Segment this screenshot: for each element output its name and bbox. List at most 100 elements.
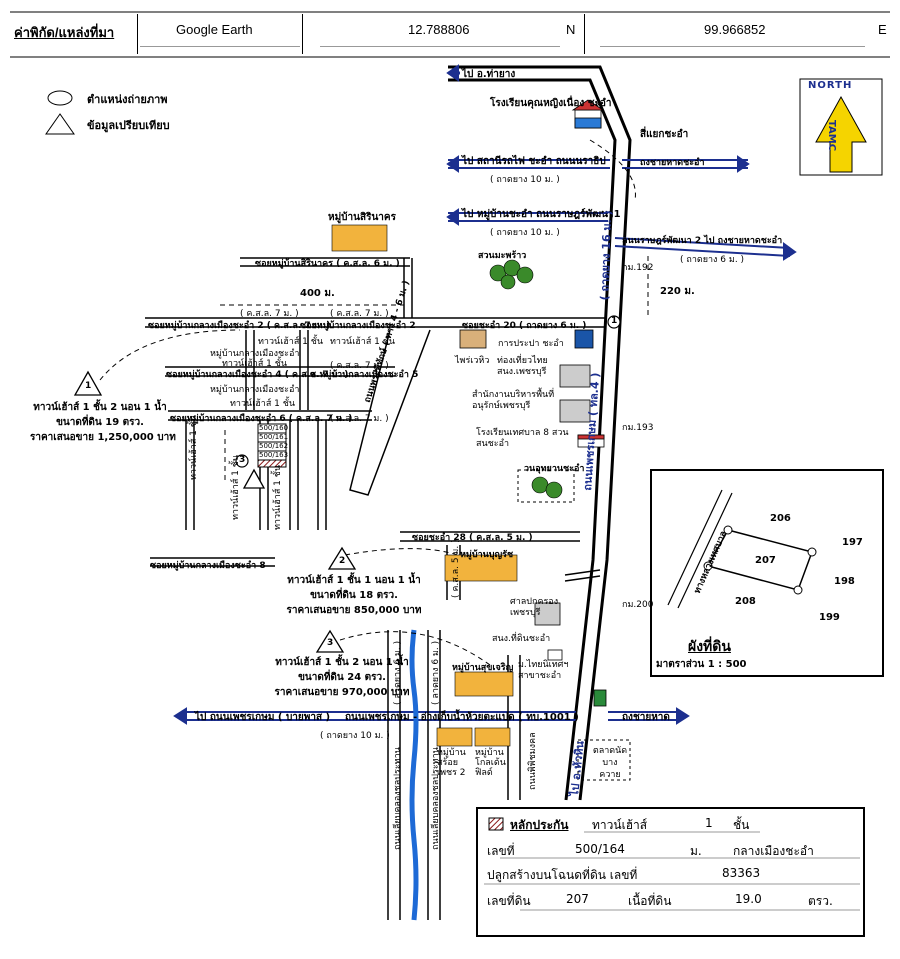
village-label: หมู่บ้านกลางเมืองชะอำ [210,385,300,395]
soi-label: ซอยหมู่บ้านกลางเมืองชะอำ 2 ( ค.ส.ล. 7 ม.… [148,321,331,331]
legend-comparison-label: ข้อมูลเปรียบเทียบ [87,119,170,132]
plan-scale: มาตราส่วน 1 : 500 [656,659,747,670]
soi-label: ซอยหมู่บ้านกลางเมืองชะอำ 2 [300,321,416,331]
soi-label: ซอยหมู่บ้านกลางเมืองชะอำ 6 ( ค.ส.ล. 7 ม.… [170,414,353,424]
photo-marker: 1 [611,316,618,326]
comparison-1: ทาวน์เฮ้าส์ 1 ชั้น 2 นอน 1 น้ำ ขนาดที่ดิ… [30,400,176,445]
distance-label: 400 ม. [300,288,335,299]
building-label: ทาวน์เฮ้าส์ 1 ชั้น [230,399,296,409]
collateral-floor-unit: ชั้น [733,818,750,832]
underline [140,46,300,47]
road-width: ( ถาดยาง 6 ม. ) [680,255,745,265]
comparison-desc: ทาวน์เฮ้าส์ 1 ชั้น 2 นอน 1 น้ำ [33,402,167,413]
collateral-area-label: เนื้อที่ดิน [628,894,672,908]
road-label: ถนนเลียบคลองชลประทาน [393,747,403,850]
road-label: ไป ถนนเพชรเกษม ( บายพาส ) [195,712,331,723]
collateral-type: ทาวน์เฮ้าส์ [592,818,648,832]
comparison-2: ทาวน์เฮ้าส์ 1 ชั้น 1 นอน 1 น้ำ ขนาดที่ดิ… [274,573,434,618]
road-label: ( ลาดยาง 6 ม. ) [431,640,441,705]
plan-parcel: 207 [755,555,776,566]
road-width: ( ค.ส.ล. 7 ม. ) [330,414,389,424]
plot-label: 500/162 [259,442,289,450]
latitude-value: 12.788806 [408,22,470,37]
collateral-land-no-label: เลขที่ดิน [487,894,531,908]
building-label: ทาวน์เฮ้าส์ 1 ชั้น [189,414,199,480]
village-label: หมู่บ้านสิรินาคร [328,212,396,223]
plan-parcel: 197 [842,537,863,548]
collateral-village: กลางเมืองชะอำ [733,844,814,858]
north-code: TAMC [826,120,837,152]
header-bar: ค่าพิกัด/แหล่งที่มา Google Earth 12.7888… [0,0,900,58]
km-marker: กม.193 [622,423,654,433]
collateral-land-no: 207 [566,892,589,906]
comparison-desc: ทาวน์เฮ้าส์ 1 ชั้น 2 นอน 1 น้ำ [275,657,409,668]
longitude-dir: E [878,22,887,37]
place-label: สำนักงานบริหารพื้นที่ อนุรักษ์เพชรบุรี [472,390,555,411]
divider [137,14,138,54]
photo-marker: 3 [239,455,246,465]
road-label: ไป สถานีรถไฟ ชะอำ ถนนนราธิป [462,156,606,167]
longitude-value: 99.966852 [704,22,766,37]
road-width: ( ถาดยาง 10 ม. ) [490,175,560,185]
road-label: ถนนราษฎร์พัฒนา 2 ไป ถงชายหาดชะอำ [622,236,783,246]
place-label: การประปา ชะอำ [498,339,564,349]
comparison-size: ขนาดที่ดิน 24 ตรว. [298,672,386,683]
road-label: ถงชายหาดชะอำ [640,158,705,168]
comparison-desc: ทาวน์เฮ้าส์ 1 ชั้น 1 นอน 1 น้ำ [287,575,421,586]
collateral-area-unit: ตรว. [808,894,833,908]
collateral-deed: 83363 [722,866,761,880]
comparison-marker: 3 [327,638,334,648]
road-label: ถงชายหาด [622,712,670,723]
soi-label: ซอยหมู่บ้านกลางเมืองชะอำ 8 [150,561,266,571]
collateral-floors: 1 [705,816,713,830]
road-width: ( ค.ส.ล. 5 ม. ) [451,539,461,598]
latitude-dir: N [566,22,576,37]
village-label: หมู่บ้านบุญรัช [460,550,514,560]
km-marker: กม.192 [622,263,654,273]
plan-parcel: 199 [819,612,840,623]
comparison-marker: 2 [339,556,346,566]
place-label: โรงเรียนเทศบาล 8 สวนสนชะอำ [476,428,569,449]
collateral-label: หลักประกัน [510,818,569,832]
comparison-marker: 1 [85,381,92,391]
road-width: ( ค.ส.ล. 7 ม. ) [330,361,389,371]
intersection-label: สี่แยกชะอำ [640,129,689,140]
village-label: หมู่บ้าน สร้อยเพชร 2 [437,748,466,778]
collateral-no: 500/164 [575,842,625,856]
distance-label: 220 ม. [660,286,695,297]
coord-source-label: ค่าพิกัด/แหล่งที่มา [14,25,115,40]
place-label: วนอุทยานชะอำ [524,464,585,474]
village-label: หมู่บ้านกลางเมืองชะอำ [210,349,300,359]
plot-label: 500/160 [259,424,289,432]
comparison-size: ขนาดที่ดิน 19 ตรว. [56,417,144,428]
place-label: ท่องเที่ยวไทย สนง.เพชรบุรี [497,356,548,377]
soi-label: ซอยหมู่บ้านสิรินาคร ( ค.ส.ล. 6 ม. ) [255,259,400,269]
plan-parcel: 208 [735,596,756,607]
collateral-no-label: เลขที่ [487,844,515,858]
soi-label: ซอยชะอำ 28 ( ค.ส.ล. 5 ม. ) [412,533,533,543]
road-label: ถนนเพชรเกษม - อ่างเก็บน้ำห้วยตะแปด ( ทบ.… [345,712,579,723]
km-marker: กม.200 [622,600,654,610]
comparison-price: ราคาเสนอขาย 970,000 บาท [274,687,410,698]
place-label: สนง.ที่ดินชะอำ [492,634,551,644]
plot-label: 500/161 [259,433,289,441]
soi-label: ซ.หมู่บ้านกลางเมืองชะอำ 5 [310,370,419,380]
divider [584,14,585,54]
road-label: ( ถาดยาง 16 ม. ) [597,210,615,301]
place-label: ม.ไทยนิเทศฯ สาขาชะอำ [518,660,569,681]
plan-parcel: 206 [770,513,791,524]
comparison-price: ราคาเสนอขาย 1,250,000 บาท [30,432,176,443]
comparison-size: ขนาดที่ดิน 18 ตรว. [310,590,398,601]
north-label: NORTH [808,80,853,91]
village-label: หมู่บ้าน โกลเด้นฟิลด์ [475,748,506,778]
school-label: โรงเรียนคุณหญิงเนื่อง ชะอำ [490,98,612,109]
road-width: ( ค.ส.ล. 7 ม. ) [240,309,299,319]
building-label: ทาวน์เฮ้าส์ 1 ชั้น [330,337,396,347]
place-label: ตลาดนัด บางควาย [592,746,628,780]
road-width: ( ถาดยาง 10 ม. ) [490,228,560,238]
building-label: ทาวน์เฮ้าส์ 1 ชั้น [273,464,283,530]
place-label: ไพร่เวหิว [455,356,490,366]
place-label: ศาลปกครอง เพชรบุรี [510,597,559,618]
road-label: ไป หมู่บ้านชะอำ ถนนราษฎร์พัฒนา1 [462,209,621,220]
